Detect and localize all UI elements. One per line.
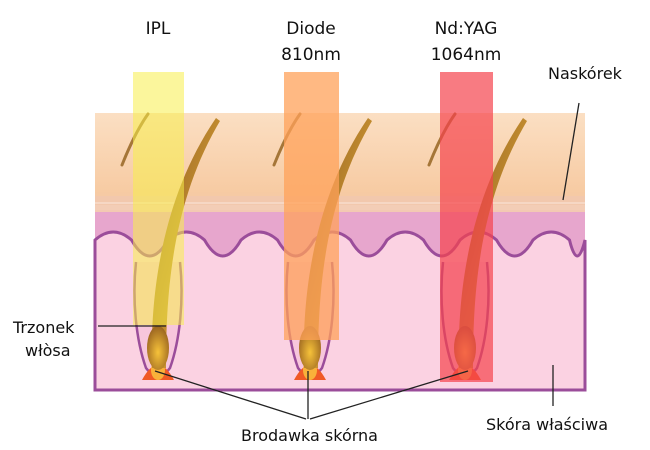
hair-bulb: [147, 326, 169, 370]
leader-lines: [98, 102, 580, 420]
papilla-leader-1: [154, 370, 307, 420]
laser-beam: [133, 72, 184, 325]
laser-wavelength: 810nm: [281, 45, 341, 65]
epidermis-label: Naskórek: [548, 64, 623, 83]
laser-beam: [440, 72, 493, 382]
laser-name: Nd:YAG: [435, 19, 498, 39]
hair-shaft-label-line2: włòsa: [25, 341, 71, 360]
papilla-label: Brodawka skórna: [241, 426, 378, 445]
laser-beams: [133, 72, 493, 382]
dermis-label: Skóra właściwa: [486, 415, 608, 434]
hair-shaft-label-line1: Trzonek: [12, 318, 75, 337]
laser-labels: IPL Diode 810nm Nd:YAG 1064nm: [146, 19, 502, 65]
laser-wavelength: 1064nm: [431, 45, 502, 65]
laser-beam: [284, 72, 339, 340]
laser-name: IPL: [146, 19, 171, 39]
papilla-leader-3: [309, 370, 469, 420]
laser-name: Diode: [286, 19, 335, 39]
epidermis-leader: [562, 102, 580, 201]
